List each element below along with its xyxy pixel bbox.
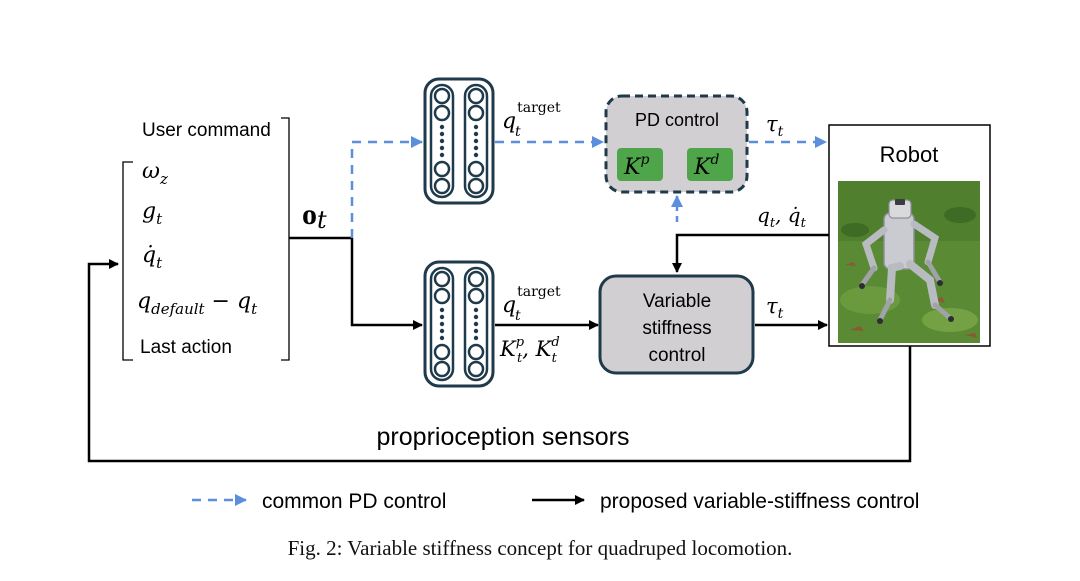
top-torque-label: τt [766, 112, 784, 140]
policy-network-top [423, 77, 495, 205]
bottom-qtarget-sub: t [515, 308, 521, 324]
proprioception-label: proprioception sensors [377, 423, 630, 451]
variable-stiffness-box [598, 274, 755, 375]
user-command-label: User command [142, 120, 271, 141]
kd-gain-label: Kd [693, 152, 719, 180]
kp-gain-box [617, 148, 663, 181]
input-gravity: gt [142, 199, 163, 228]
top-qtarget-label: qtarget [502, 100, 561, 134]
observation-dashed-path [350, 136, 423, 238]
figure-caption: Fig. 2: Variable stiffness concept for q… [287, 536, 793, 560]
kd-gain-box [687, 148, 733, 181]
input-qdot: q̇t [142, 243, 163, 272]
state-feedback-arrow [672, 233, 829, 273]
legend-dashed-label: common PD control [262, 490, 446, 513]
last-action-label: Last action [140, 337, 232, 358]
observation-solid-path [289, 236, 423, 330]
bottom-torque-label: τt [766, 294, 784, 322]
vsc-label-line3: control [648, 345, 705, 366]
kp-gain-label: Kp [623, 152, 649, 180]
robot-label: Robot [880, 142, 939, 167]
vsc-label-line1: Variable [643, 291, 711, 312]
input-qdefault: qdefault − qt [137, 289, 258, 318]
top-qtarget-sub: t [515, 124, 521, 140]
input-bracket [122, 117, 290, 361]
legend-solid-label: proposed variable-stiffness control [600, 490, 919, 513]
robot-photo [838, 181, 980, 343]
pd-control-label: PD control [635, 110, 719, 130]
bottom-qtarget-label: qtarget [502, 284, 561, 318]
input-omega: ωz [142, 159, 168, 188]
policy-network-bottom [423, 260, 495, 388]
proprioception-loop [87, 259, 912, 463]
state-feedback-label: qt, q̇t [757, 203, 807, 231]
observation-label: ot [302, 198, 327, 234]
legend: common PD control proposed variable-stif… [192, 490, 919, 513]
vsc-label-line2: stiffness [642, 318, 711, 339]
